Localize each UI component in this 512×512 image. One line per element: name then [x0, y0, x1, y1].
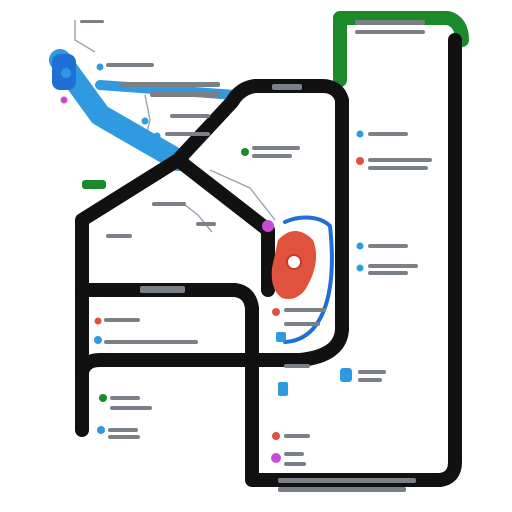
red-marker-center	[272, 308, 280, 316]
label-block	[196, 222, 216, 226]
label-block	[278, 487, 406, 492]
label-block	[355, 20, 425, 25]
green-route	[82, 11, 469, 189]
label-block	[284, 452, 304, 456]
label-block	[108, 428, 138, 432]
label-block	[284, 308, 326, 312]
label-block	[358, 378, 382, 382]
blue-route-loop	[283, 215, 334, 344]
label-block	[368, 264, 418, 268]
leader-line-center-right	[209, 169, 276, 221]
red-marker-left	[94, 317, 102, 325]
red-hub	[271, 231, 317, 299]
blue-marker-inner-2	[153, 132, 161, 140]
label-block	[284, 434, 310, 438]
label-block	[120, 82, 220, 87]
label-block	[284, 462, 306, 466]
label-block	[110, 396, 140, 400]
blue-marker-right-lower	[356, 264, 364, 272]
blue-marker-upper-left	[96, 63, 104, 71]
label-block	[252, 146, 300, 150]
label-block	[104, 340, 198, 344]
label-block	[152, 202, 186, 206]
label-block	[110, 406, 152, 410]
black-route-crossbar	[75, 33, 462, 487]
illegible-label-blocks	[80, 20, 432, 492]
red-hub-center	[286, 254, 302, 270]
label-block	[284, 364, 310, 368]
label-block	[284, 322, 320, 326]
blue-marker-top-left	[61, 68, 71, 78]
label-block	[106, 63, 154, 67]
label-block	[150, 92, 220, 97]
label-block	[368, 271, 408, 275]
label-block	[278, 478, 416, 483]
label-block	[140, 286, 185, 293]
label-block	[170, 114, 210, 118]
label-block	[368, 132, 408, 136]
red-marker-right	[356, 157, 364, 165]
label-block	[108, 435, 140, 439]
label-block	[252, 154, 292, 158]
blue-marker-right	[340, 368, 352, 382]
label-block	[104, 318, 140, 322]
label-block	[355, 30, 425, 34]
label-block	[368, 244, 408, 248]
magenta-marker-bottom	[271, 453, 281, 463]
blue-marker-mid	[278, 382, 288, 396]
label-block	[272, 84, 302, 90]
black-routes	[75, 33, 462, 487]
blue-marker-inner-1	[141, 117, 149, 125]
leader-line-center-left	[152, 204, 213, 233]
blue-marker-right-upper	[356, 242, 364, 250]
green-marker-center	[241, 148, 249, 156]
blue-marker-loop	[276, 332, 286, 342]
station-markers	[60, 63, 364, 463]
green-route-segment	[333, 11, 469, 87]
label-block	[368, 158, 432, 162]
black-route-lower-loop	[75, 79, 349, 379]
blue-route-main	[49, 49, 189, 171]
red-marker-bottom	[272, 432, 280, 440]
label-block	[80, 20, 104, 23]
magenta-marker-hub	[262, 220, 274, 232]
label-block	[165, 132, 210, 136]
black-route-roof-outer	[75, 153, 275, 297]
green-marker-left	[99, 394, 107, 402]
label-block	[358, 370, 386, 374]
blue-marker-left	[97, 426, 105, 434]
green-station-block	[82, 180, 106, 189]
label-block	[368, 166, 428, 170]
leader-line-top-left	[74, 20, 96, 53]
blue-marker-loop-left	[94, 336, 102, 344]
blue-marker-right-top	[356, 130, 364, 138]
magenta-marker-upper	[60, 96, 68, 104]
label-block	[106, 234, 132, 238]
